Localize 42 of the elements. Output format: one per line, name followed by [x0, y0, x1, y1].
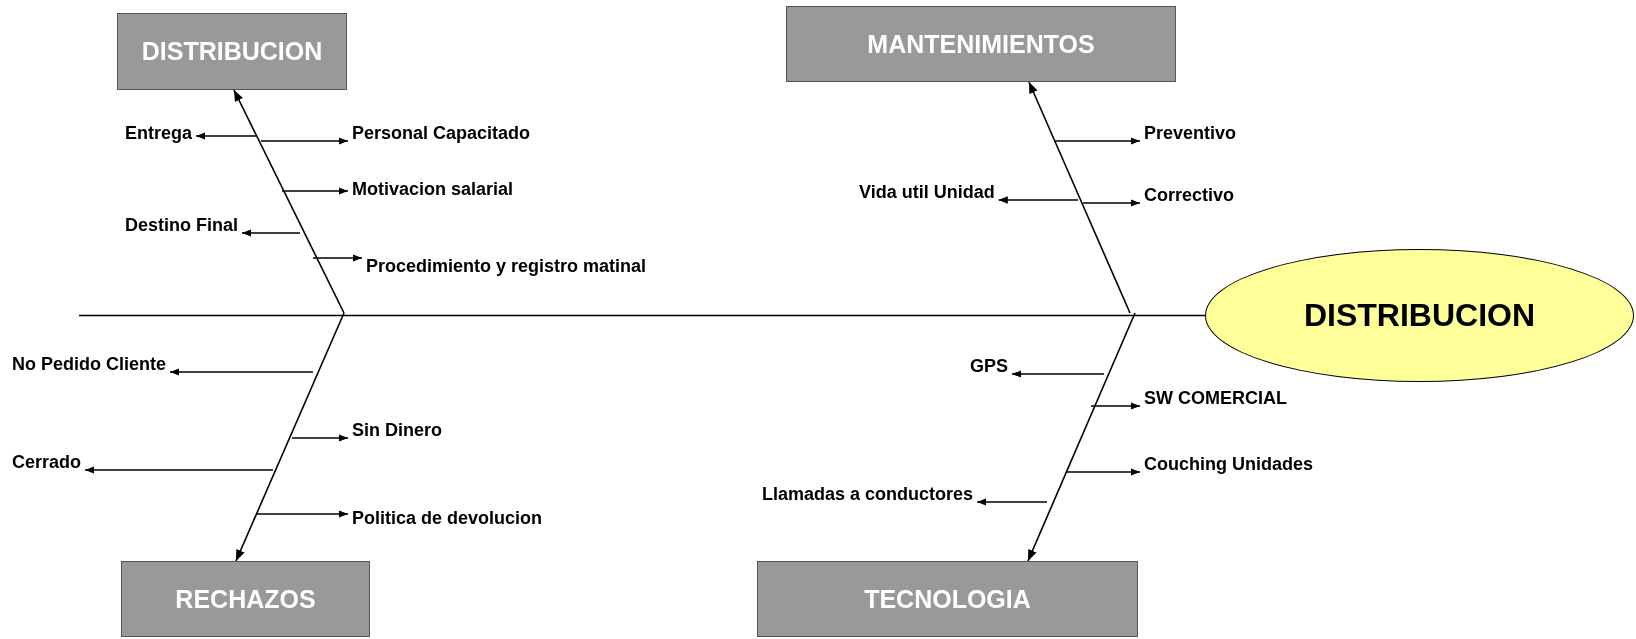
- cause-label: Correctivo: [1144, 184, 1235, 206]
- arrow: [998, 196, 1079, 204]
- category-box: MANTENIMIENTOS: [786, 6, 1176, 82]
- category-box: TECNOLOGIA: [757, 561, 1138, 637]
- cause-label: No Pedido Cliente: [12, 353, 166, 375]
- cause-label: Vida util Unidad: [859, 181, 995, 203]
- arrow: [1053, 137, 1141, 145]
- arrow: [312, 254, 363, 262]
- cause-label: Sin Dinero: [352, 419, 442, 441]
- cause-label: Politica de devolucion: [352, 507, 543, 529]
- effect-ellipse: DISTRIBUCION: [1205, 249, 1634, 382]
- bone-arrow: [1028, 81, 1131, 314]
- arrow: [291, 434, 349, 442]
- arrow: [84, 466, 274, 474]
- arrow: [195, 132, 257, 140]
- arrow: [241, 229, 301, 237]
- arrow: [281, 187, 349, 195]
- arrow: [255, 510, 349, 518]
- cause-label: Llamadas a conductores: [762, 483, 974, 505]
- bone-arrow: [235, 312, 345, 562]
- category-box: DISTRIBUCION: [117, 13, 347, 90]
- arrow: [169, 368, 314, 376]
- bone-arrow: [1027, 312, 1136, 562]
- cause-label: Procedimiento y registro matinal: [366, 255, 647, 277]
- arrow: [976, 498, 1048, 506]
- arrow: [1011, 370, 1105, 378]
- cause-label: Entrega: [125, 122, 193, 144]
- cause-label: Motivacion salarial: [352, 178, 514, 200]
- cause-label: GPS: [970, 355, 1008, 377]
- cause-label: SW COMERCIAL: [1144, 387, 1287, 409]
- category-box: RECHAZOS: [121, 561, 370, 637]
- bone-arrow: [233, 89, 345, 314]
- cause-label: Couching Unidades: [1144, 453, 1313, 475]
- cause-label: Personal Capacitado: [352, 122, 531, 144]
- spine-line: [78, 314, 1206, 317]
- arrow: [260, 137, 349, 145]
- arrow: [1082, 199, 1141, 207]
- cause-label: Preventivo: [1144, 122, 1237, 144]
- arrow: [1066, 468, 1141, 476]
- cause-label: Destino Final: [125, 214, 238, 236]
- arrow: [1090, 402, 1141, 410]
- cause-label: Cerrado: [12, 451, 82, 473]
